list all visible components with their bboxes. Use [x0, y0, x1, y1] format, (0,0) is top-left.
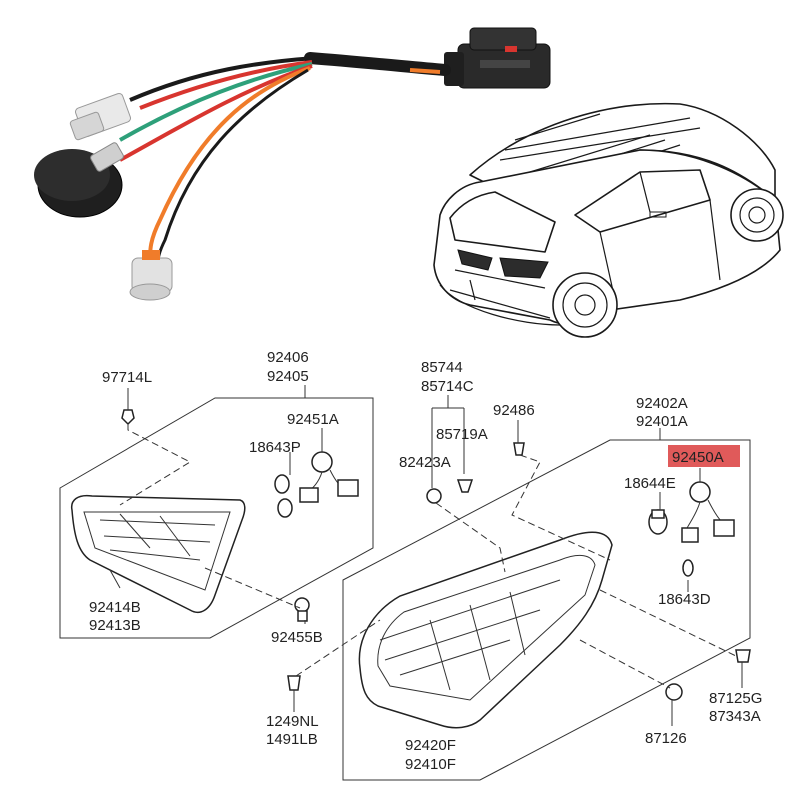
label-92450A: 92450A	[672, 449, 724, 466]
lower-bulb-socket-icon	[129, 250, 173, 301]
label-92406: 92406	[267, 349, 309, 366]
label-92486: 92486	[493, 402, 535, 419]
label-92401A: 92401A	[636, 413, 688, 430]
screw-92486-icon	[513, 442, 525, 456]
label-18643D: 18643D	[658, 591, 711, 608]
label-92410F: 92410F	[405, 756, 456, 773]
label-82423A: 82423A	[399, 454, 451, 471]
bolt-1249NL-icon	[287, 675, 301, 691]
label-92420F: 92420F	[405, 737, 456, 754]
harness-connector-icon	[444, 27, 551, 89]
inner-tail-lamp-icon	[70, 494, 246, 614]
label-92455B: 92455B	[271, 629, 323, 646]
wiring-harness-photo-icon	[34, 27, 551, 301]
label-85714C: 85714C	[421, 378, 474, 395]
screw-92455B-icon	[294, 597, 310, 622]
leader-lines	[109, 385, 743, 726]
suv-rear-view-icon	[433, 102, 784, 338]
large-bulb-socket-icon	[34, 142, 124, 218]
label-87125G: 87125G	[709, 690, 762, 707]
label-92413B: 92413B	[89, 617, 141, 634]
label-18643P: 18643P	[249, 439, 301, 456]
bulb-18643P-icon	[274, 474, 290, 494]
upper-bulb-socket-icon	[69, 92, 131, 141]
highlight-box-92450A	[668, 445, 740, 467]
label-85719A: 85719A	[436, 426, 488, 443]
clip-87125G-icon	[735, 649, 751, 663]
label-85744: 85744	[421, 359, 463, 376]
grommet-87126-icon	[665, 683, 683, 701]
label-97714L: 97714L	[102, 369, 152, 386]
clip-82423A-icon	[426, 488, 442, 504]
socket-harness-92450A-icon	[681, 481, 735, 577]
label-92451A: 92451A	[287, 411, 339, 428]
outer-tail-lamp-icon	[358, 531, 613, 729]
label-1491LB: 1491LB	[266, 731, 318, 748]
label-92414B: 92414B	[89, 599, 141, 616]
bulb-18644E-icon	[648, 509, 668, 535]
outer-lamp-assembly-group	[287, 439, 751, 781]
label-92405: 92405	[267, 368, 309, 385]
label-1249NL: 1249NL	[266, 713, 319, 730]
label-18644E: 18644E	[624, 475, 676, 492]
nut-97714L-icon	[121, 409, 135, 426]
inner-lamp-assembly-group	[59, 397, 374, 639]
socket-harness-92451A-icon	[277, 451, 359, 518]
label-87343A: 87343A	[709, 708, 761, 725]
label-92402A: 92402A	[636, 395, 688, 412]
part-labels: 97714L 92406 92405 92451A 18643P 92414B …	[89, 349, 762, 773]
label-87126: 87126	[645, 730, 687, 747]
clip-85719A-icon	[456, 479, 474, 493]
